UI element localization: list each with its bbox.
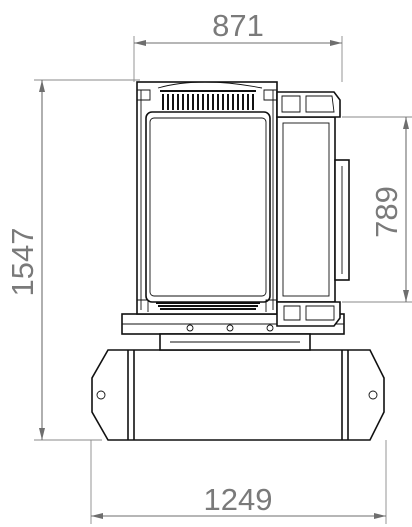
base-tank xyxy=(91,349,385,441)
alternator-housing xyxy=(276,91,350,327)
dimension-top-width: 871 xyxy=(133,8,343,82)
dimension-top-width-label: 871 xyxy=(212,8,264,43)
dimension-base-width-label: 1249 xyxy=(204,482,273,517)
left-lifting-eye-icon xyxy=(96,390,106,400)
right-lifting-eye-icon xyxy=(368,390,378,400)
dimension-base-width: 1249 xyxy=(90,440,387,524)
bottom-grille xyxy=(156,302,260,310)
dimension-right-height-label: 789 xyxy=(369,186,404,238)
top-grille xyxy=(157,81,263,110)
radiator-section xyxy=(136,81,278,315)
dimension-right-height: 789 xyxy=(342,116,412,303)
dimension-overall-height-label: 1547 xyxy=(5,228,40,297)
dimension-overall-height: 1547 xyxy=(5,79,140,441)
